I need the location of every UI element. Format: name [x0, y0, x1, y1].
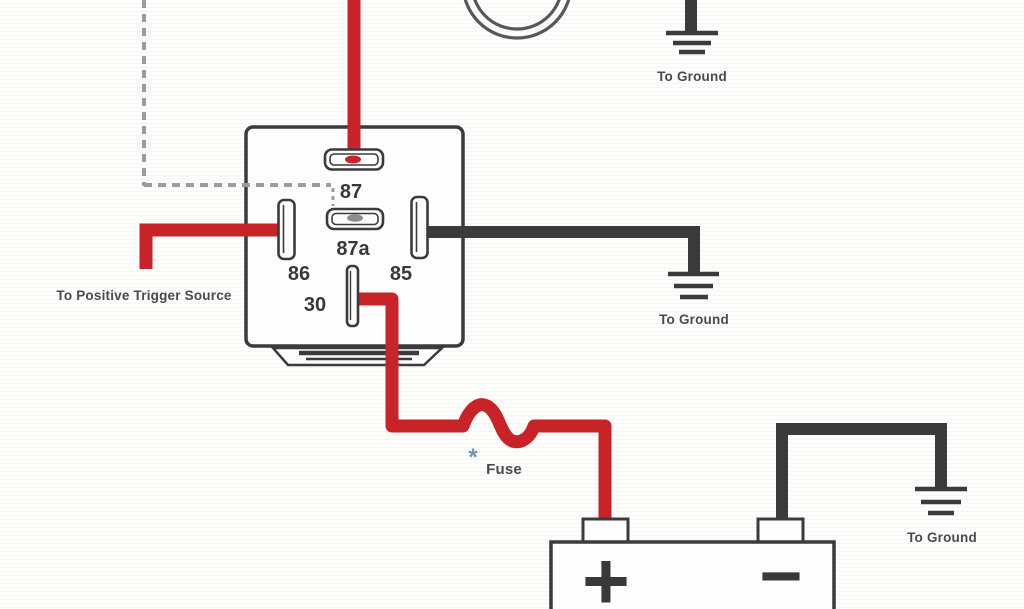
terminal-85-blade — [410, 195, 429, 260]
battery-body — [549, 540, 836, 609]
mid-ground-icon — [668, 271, 719, 300]
fuse-asterisk-icon: * — [468, 444, 478, 471]
relay-base-skirt — [270, 346, 446, 367]
terminal-30-blade — [345, 264, 360, 328]
device-circle-icon — [463, 0, 571, 40]
terminal-87-blade — [323, 148, 385, 171]
battery-plus-symbol: + — [582, 536, 630, 609]
top-ground-label: To Ground — [657, 69, 727, 84]
terminal-86-label: 86 — [288, 263, 310, 285]
wire-battery-negative-ground — [776, 423, 947, 521]
fuse-label: Fuse — [486, 461, 522, 478]
terminal-85-label: 85 — [390, 263, 412, 285]
terminal-87-label: 87 — [340, 181, 362, 203]
terminal-87a-label: 87a — [336, 238, 370, 260]
bottom-ground-icon — [915, 486, 967, 516]
battery — [549, 517, 836, 609]
wire-30-battery-fused — [351, 292, 612, 521]
relay-terminals — [277, 148, 429, 328]
mid-ground-label: To Ground — [659, 312, 729, 327]
terminal-87a-slot — [347, 214, 363, 222]
wire-86-trigger — [139, 223, 288, 269]
relay-base — [270, 346, 446, 367]
terminal-30-label: 30 — [304, 294, 326, 316]
top-ground-icon — [666, 30, 718, 55]
battery-minus-symbol: − — [759, 534, 802, 609]
wire-85-ground — [419, 226, 700, 274]
battery-negative-post — [756, 517, 805, 545]
dashed-connection-lines — [142, 0, 335, 206]
battery-positive-post — [581, 517, 630, 545]
terminal-87a-blade — [325, 207, 385, 231]
device-outer-circle — [463, 0, 571, 40]
terminal-86-blade — [277, 198, 296, 261]
terminal-87-wire-contact — [345, 155, 361, 164]
device-inner-circle — [473, 0, 561, 31]
bottom-ground-label: To Ground — [907, 530, 977, 545]
trigger-source-label: To Positive Trigger Source — [56, 288, 232, 303]
